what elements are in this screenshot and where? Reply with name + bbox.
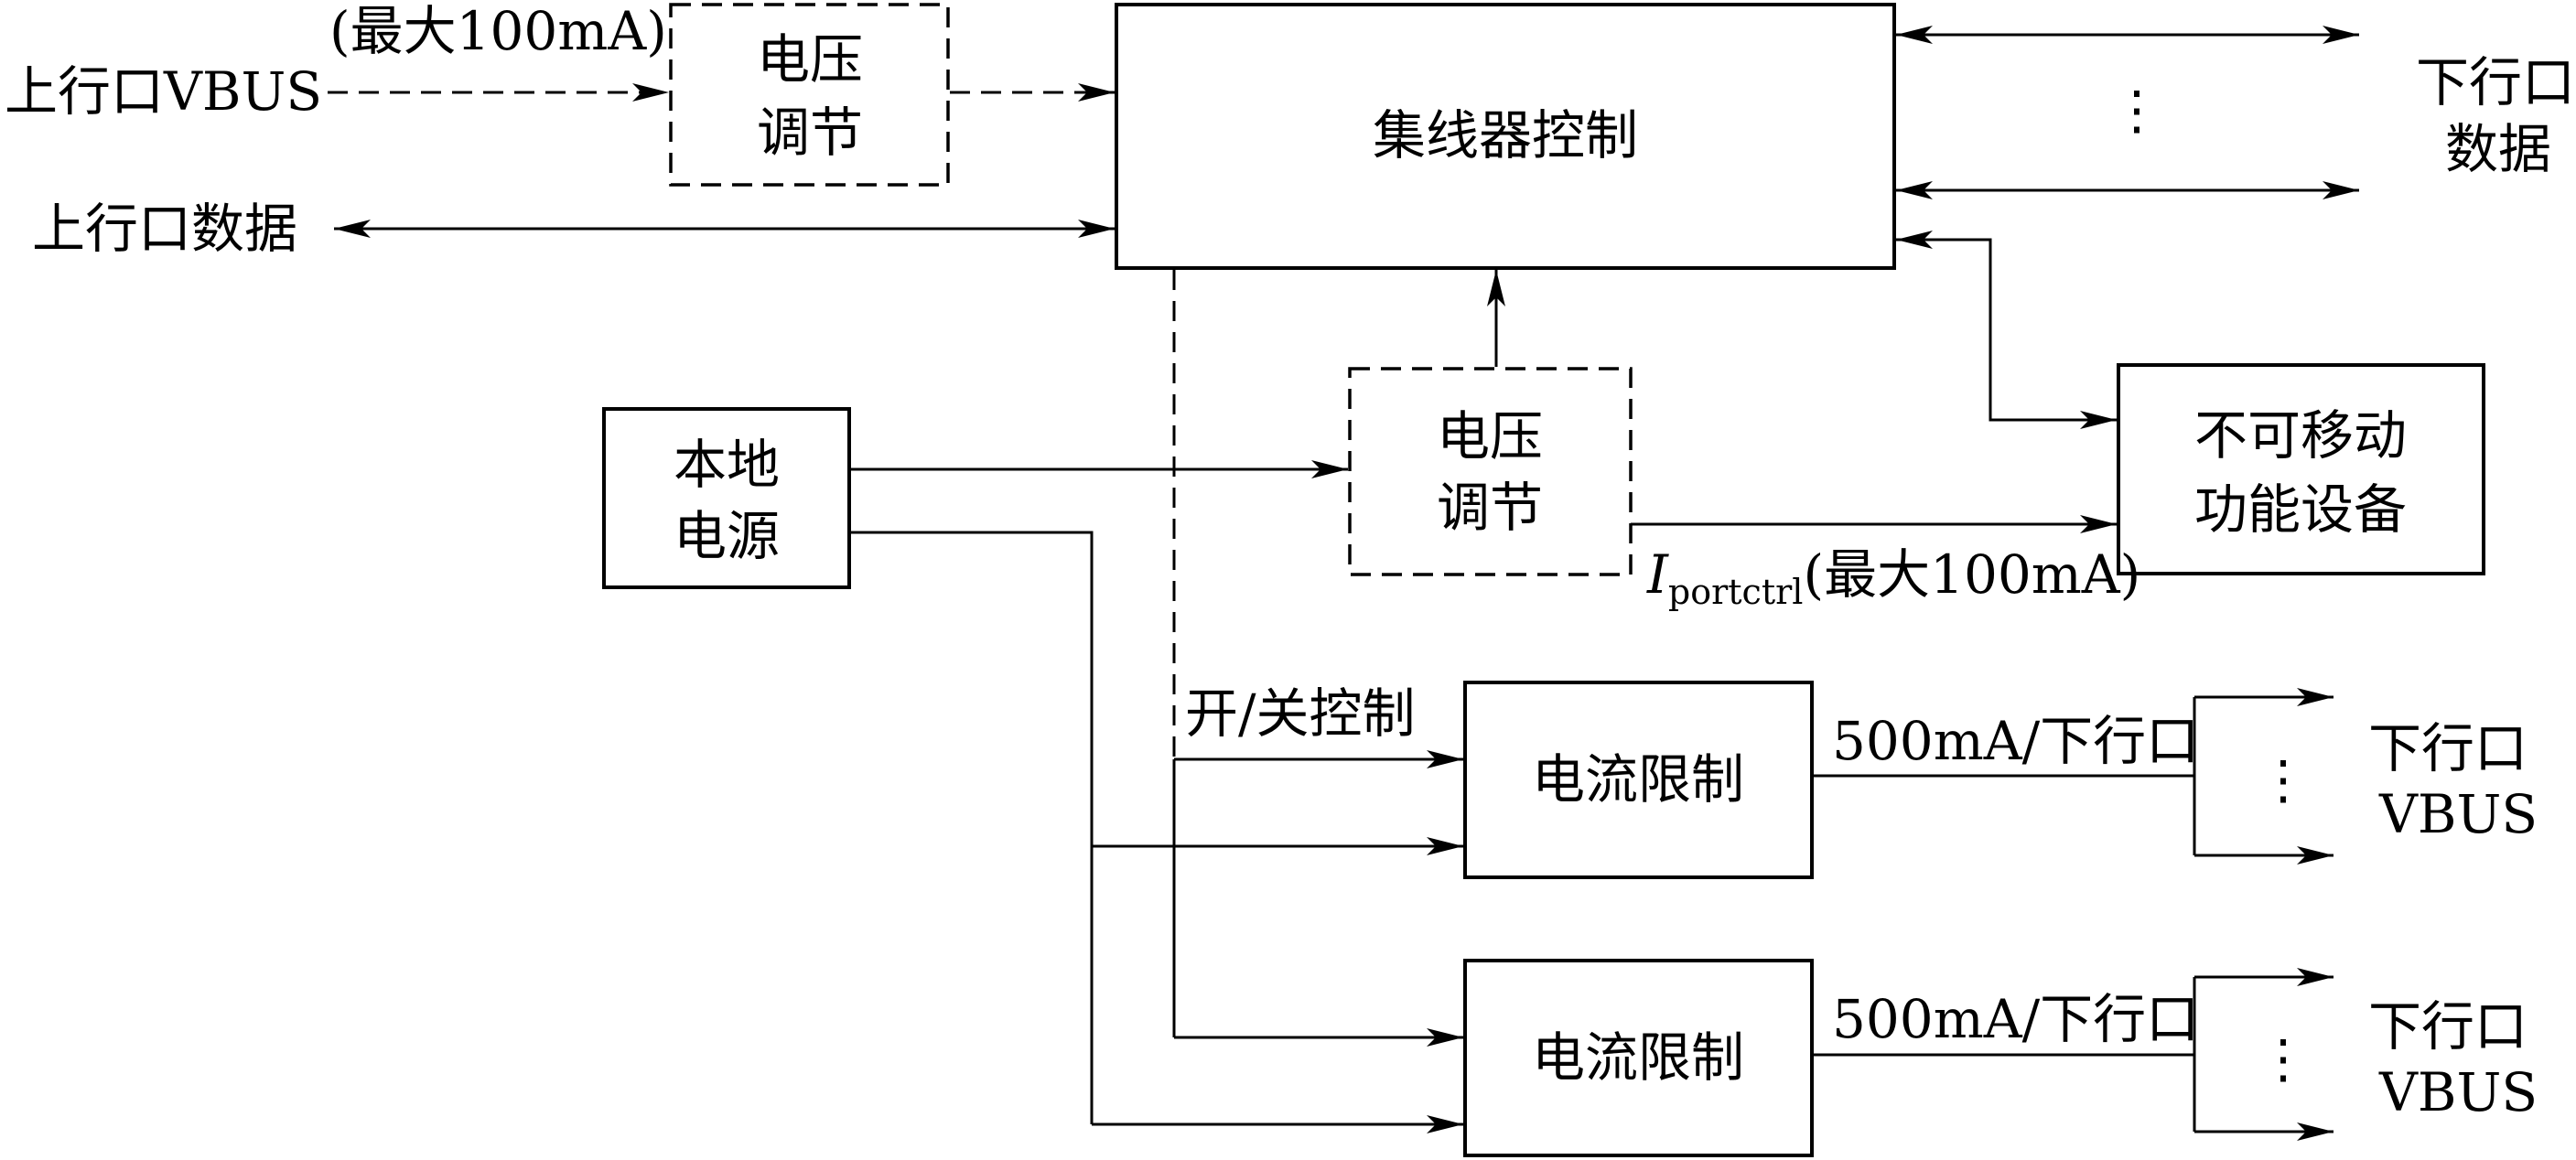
local-power-block: 本地 电源 <box>602 407 851 589</box>
fixed-device-label-2: 功能设备 <box>2194 478 2407 541</box>
iportctrl-max: (最大100mA) <box>1803 543 2140 606</box>
limit2-500ma-label: 500mA/下行口 <box>1832 988 2199 1050</box>
voltage-regulator-local-block: 电压 调节 <box>1348 367 1633 576</box>
vbus1-label-1: 下行口 <box>2368 717 2527 779</box>
hub-control-block: 集线器控制 <box>1115 3 1896 270</box>
vbus1-ellipsis: ⋮ <box>2257 748 2310 811</box>
onoff-control-label: 开/关控制 <box>1185 682 1416 745</box>
downstream-data-label-1: 下行口 <box>2416 51 2575 113</box>
local-power-label-1: 本地 <box>674 434 780 496</box>
current-limit-block-2: 电流限制 <box>1463 959 1814 1157</box>
fixed-function-device-block: 不可移动 功能设备 <box>2117 363 2485 575</box>
hub-control-label: 集线器控制 <box>1373 104 1638 166</box>
current-limit-block-1: 电流限制 <box>1463 681 1814 879</box>
downstream-data-ellipsis: ⋮ <box>2110 79 2163 141</box>
current-limit-label-2: 电流限制 <box>1532 1026 1744 1089</box>
hub-to-device-line <box>1896 231 2117 429</box>
iportctrl-label: Iportctrl(最大100mA) <box>1646 543 2140 612</box>
downstream-data-label-2: 数据 <box>2445 118 2551 180</box>
vbus1-label-2: VBUS <box>2378 783 2538 845</box>
max-100ma-top-label: (最大100mA) <box>329 0 667 62</box>
vreg-upstream-label-1: 电压 <box>757 28 863 91</box>
vreg-local-label-2: 调节 <box>1437 477 1543 539</box>
power-bus-line <box>849 531 1094 1124</box>
fixed-device-label-1: 不可移动 <box>2194 404 2407 467</box>
voltage-regulator-upstream-block: 电压 调节 <box>669 3 950 187</box>
upstream-data-label: 上行口数据 <box>32 198 297 260</box>
current-limit-label-1: 电流限制 <box>1532 748 1744 811</box>
vreg-local-label-1: 电压 <box>1437 405 1543 467</box>
vbus2-ellipsis: ⋮ <box>2257 1027 2310 1090</box>
local-power-label-2: 电源 <box>674 505 780 567</box>
upstream-vbus-label: 上行口VBUS <box>5 60 322 123</box>
vbus2-label-2: VBUS <box>2378 1061 2538 1123</box>
iportctrl-symbol: I <box>1646 543 1669 606</box>
vreg-upstream-label-2: 调节 <box>757 102 863 164</box>
iportctrl-subscript: portctrl <box>1668 572 1804 612</box>
limit1-500ma-label: 500mA/下行口 <box>1832 710 2199 772</box>
vbus2-label-1: 下行口 <box>2368 995 2527 1058</box>
